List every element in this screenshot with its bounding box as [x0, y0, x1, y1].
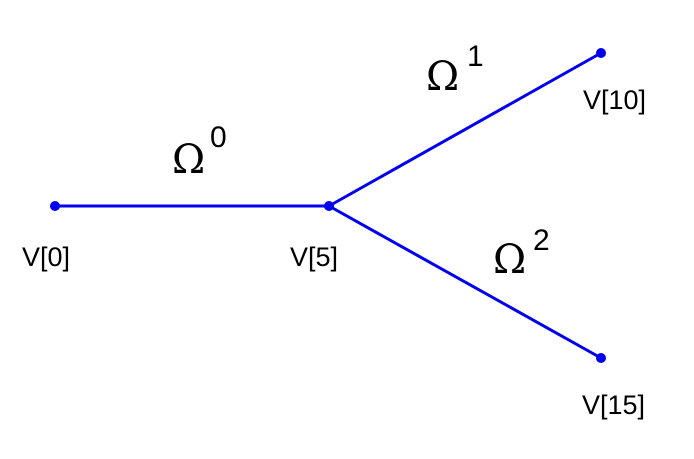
vertex-label-v10: V[10]: [583, 85, 646, 115]
edge-label-omega-0: Ω 0: [172, 121, 227, 183]
omega-symbol: Ω: [172, 137, 205, 183]
vertex-dot-v15: [596, 353, 606, 363]
edge-label-omega-2: Ω 2: [493, 224, 550, 283]
edge-label-omega-1: Ω 1: [426, 40, 484, 100]
omega-symbol: Ω: [426, 54, 459, 100]
omega-index: 2: [533, 224, 550, 257]
omega-index: 1: [467, 40, 484, 73]
vertex-label-v0: V[0]: [22, 242, 70, 272]
vertex-dot-v10: [596, 48, 606, 58]
omega-symbol: Ω: [493, 237, 526, 283]
vertex-label-v5: V[5]: [290, 242, 338, 272]
vertex-label-v15: V[15]: [582, 390, 645, 420]
edge-omega-1: [328, 51, 602, 208]
vertex-dot-v5: [324, 201, 334, 211]
vertex-dot-v0: [50, 201, 60, 211]
omega-index: 0: [210, 121, 227, 154]
edge-omega-2: [328, 204, 602, 360]
